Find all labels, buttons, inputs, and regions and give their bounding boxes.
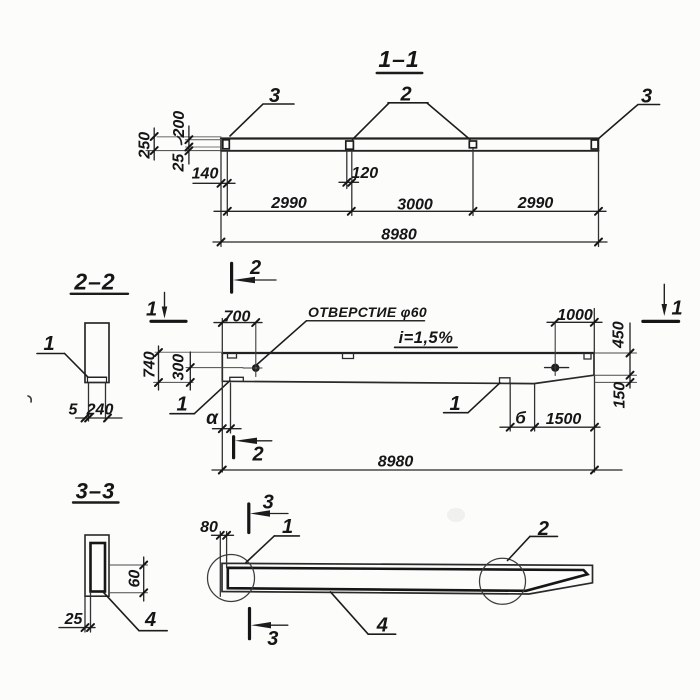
svg-text:740: 740	[142, 351, 159, 378]
svg-text:1500: 1500	[546, 411, 582, 428]
svg-text:2990: 2990	[270, 195, 307, 212]
svg-text:2: 2	[249, 257, 261, 279]
svg-text:2: 2	[537, 518, 549, 540]
svg-text:1000: 1000	[557, 307, 593, 324]
svg-text:60: 60	[127, 570, 144, 588]
svg-text:2990: 2990	[517, 195, 554, 212]
svg-text:1: 1	[176, 394, 187, 416]
svg-text:1: 1	[449, 393, 460, 415]
svg-text:250: 250	[137, 132, 154, 160]
svg-text:80: 80	[200, 519, 218, 536]
svg-text:2: 2	[251, 444, 263, 466]
svg-text:300: 300	[171, 354, 188, 381]
svg-text:3000: 3000	[397, 197, 433, 214]
svg-text:120: 120	[351, 165, 378, 182]
svg-text:8980: 8980	[378, 454, 414, 471]
svg-text:1: 1	[43, 333, 54, 355]
svg-text:4: 4	[144, 609, 156, 631]
svg-text:140: 140	[192, 166, 219, 183]
svg-text:25: 25	[171, 153, 188, 173]
svg-text:450: 450	[611, 321, 628, 349]
svg-text:25: 25	[64, 611, 84, 628]
svg-text:4: 4	[376, 615, 388, 637]
svg-text:8980: 8980	[381, 227, 417, 244]
svg-text:700: 700	[224, 308, 251, 325]
svg-text:ОТВЕРСТИЕ φ60: ОТВЕРСТИЕ φ60	[308, 304, 427, 320]
svg-text:150: 150	[612, 382, 629, 409]
svg-text:200: 200	[171, 111, 188, 139]
svg-text:3: 3	[641, 86, 652, 108]
svg-text:3: 3	[269, 85, 280, 107]
svg-text:3: 3	[267, 628, 278, 650]
svg-text:1: 1	[671, 298, 682, 320]
svg-text:1: 1	[282, 516, 293, 538]
svg-text:1: 1	[146, 299, 157, 321]
svg-text:i=1,5%: i=1,5%	[399, 329, 454, 347]
svg-text:3: 3	[263, 492, 274, 514]
svg-text:3–3: 3–3	[76, 479, 116, 504]
svg-text:α: α	[206, 408, 219, 429]
svg-text:2–2: 2–2	[73, 269, 115, 295]
svg-text:1–1: 1–1	[378, 46, 419, 72]
svg-text:240: 240	[86, 402, 114, 419]
svg-text:б: б	[515, 409, 526, 428]
svg-text:2: 2	[399, 84, 411, 106]
svg-text:5: 5	[69, 402, 79, 419]
